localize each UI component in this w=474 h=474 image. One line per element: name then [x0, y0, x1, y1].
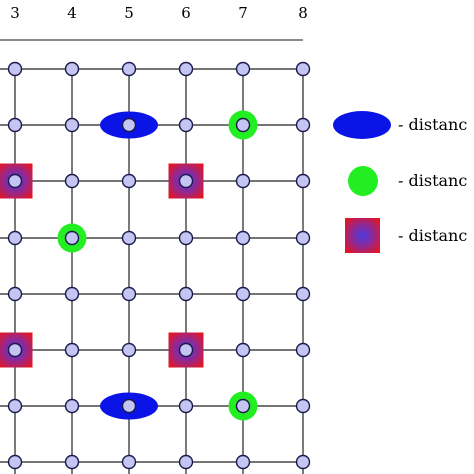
lattice-node [64, 230, 80, 246]
lattice-node [235, 117, 251, 133]
lattice-node [7, 173, 23, 189]
legend-ellipse-swatch [333, 111, 391, 139]
lattice-node [7, 286, 23, 302]
lattice-node [7, 454, 23, 470]
legend-circle-swatch [348, 166, 378, 196]
lattice-node [178, 230, 194, 246]
lattice-node [64, 61, 80, 77]
lattice-node [7, 342, 23, 358]
column-label: 5 [124, 4, 134, 22]
lattice-node [235, 398, 251, 414]
column-label: 7 [238, 4, 248, 22]
lattice-node [178, 286, 194, 302]
lattice-node [64, 286, 80, 302]
lattice-node [64, 342, 80, 358]
column-label: 3 [10, 4, 20, 22]
lattice-node [7, 61, 23, 77]
lattice-node [178, 173, 194, 189]
lattice-node [121, 342, 137, 358]
lattice-node [178, 398, 194, 414]
lattice-node [178, 454, 194, 470]
column-label: 6 [181, 4, 191, 22]
lattice-node [295, 398, 311, 414]
lattice-node [7, 117, 23, 133]
lattice-node [178, 342, 194, 358]
legend-label: - distanc [398, 226, 467, 245]
lattice-node [295, 286, 311, 302]
lattice-node [7, 230, 23, 246]
lattice-node [121, 398, 137, 414]
lattice-node [235, 61, 251, 77]
lattice-node [64, 398, 80, 414]
lattice-node [178, 61, 194, 77]
lattice-node [295, 61, 311, 77]
column-label: 8 [298, 4, 308, 22]
lattice-node [235, 230, 251, 246]
lattice-node [295, 454, 311, 470]
lattice-node [178, 117, 194, 133]
lattice-node [121, 61, 137, 77]
legend-square-swatch [345, 218, 380, 253]
lattice-node [7, 398, 23, 414]
lattice-node [235, 286, 251, 302]
lattice-node [121, 230, 137, 246]
lattice-node [64, 454, 80, 470]
column-labels: 3 4 5 6 7 8 [10, 4, 308, 22]
legend-label: - distanc [398, 171, 467, 190]
legend-label: - distanc [398, 115, 467, 134]
lattice-node [235, 173, 251, 189]
lattice-node [295, 117, 311, 133]
column-label: 4 [67, 4, 77, 22]
lattice-node [64, 173, 80, 189]
node-layer [7, 61, 311, 470]
lattice-node [64, 117, 80, 133]
lattice-node [121, 173, 137, 189]
legend: - distanc - distanc - distanc [333, 111, 467, 253]
lattice-node [235, 454, 251, 470]
lattice-node [235, 342, 251, 358]
lattice-node [121, 454, 137, 470]
lattice-node [121, 117, 137, 133]
lattice-node [295, 173, 311, 189]
lattice-node [121, 286, 137, 302]
lattice-node [295, 342, 311, 358]
lattice-node [295, 230, 311, 246]
